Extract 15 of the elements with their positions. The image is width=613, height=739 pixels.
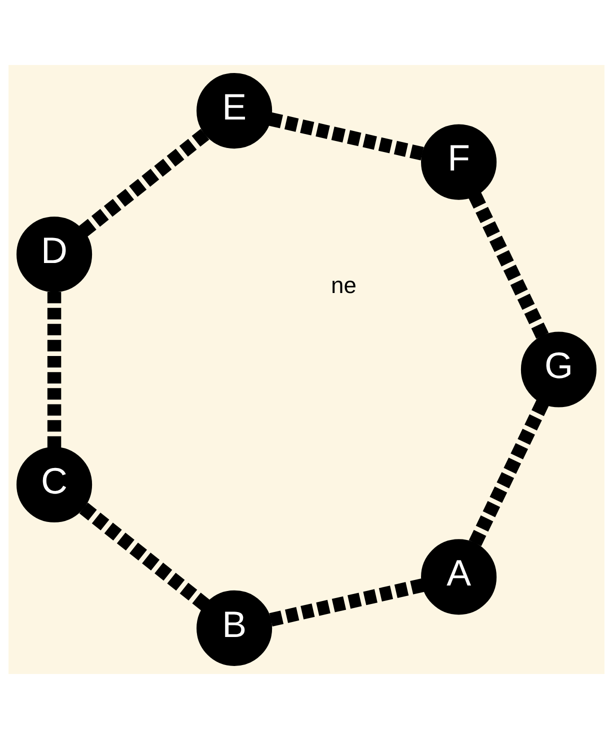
connector (468, 192, 549, 340)
node-circle: E (196, 73, 272, 149)
node-circle: G (520, 332, 596, 408)
connector (268, 112, 424, 161)
connector (78, 502, 210, 611)
node-circle: C (16, 446, 92, 522)
connector (468, 400, 549, 547)
connector (47, 291, 62, 448)
node-circle: F (421, 124, 497, 200)
node-circle: D (16, 216, 92, 292)
connector (78, 128, 210, 237)
label: ne (331, 272, 356, 298)
connector (268, 578, 424, 627)
node-circle: B (196, 590, 272, 666)
node-circle: A (421, 539, 497, 615)
